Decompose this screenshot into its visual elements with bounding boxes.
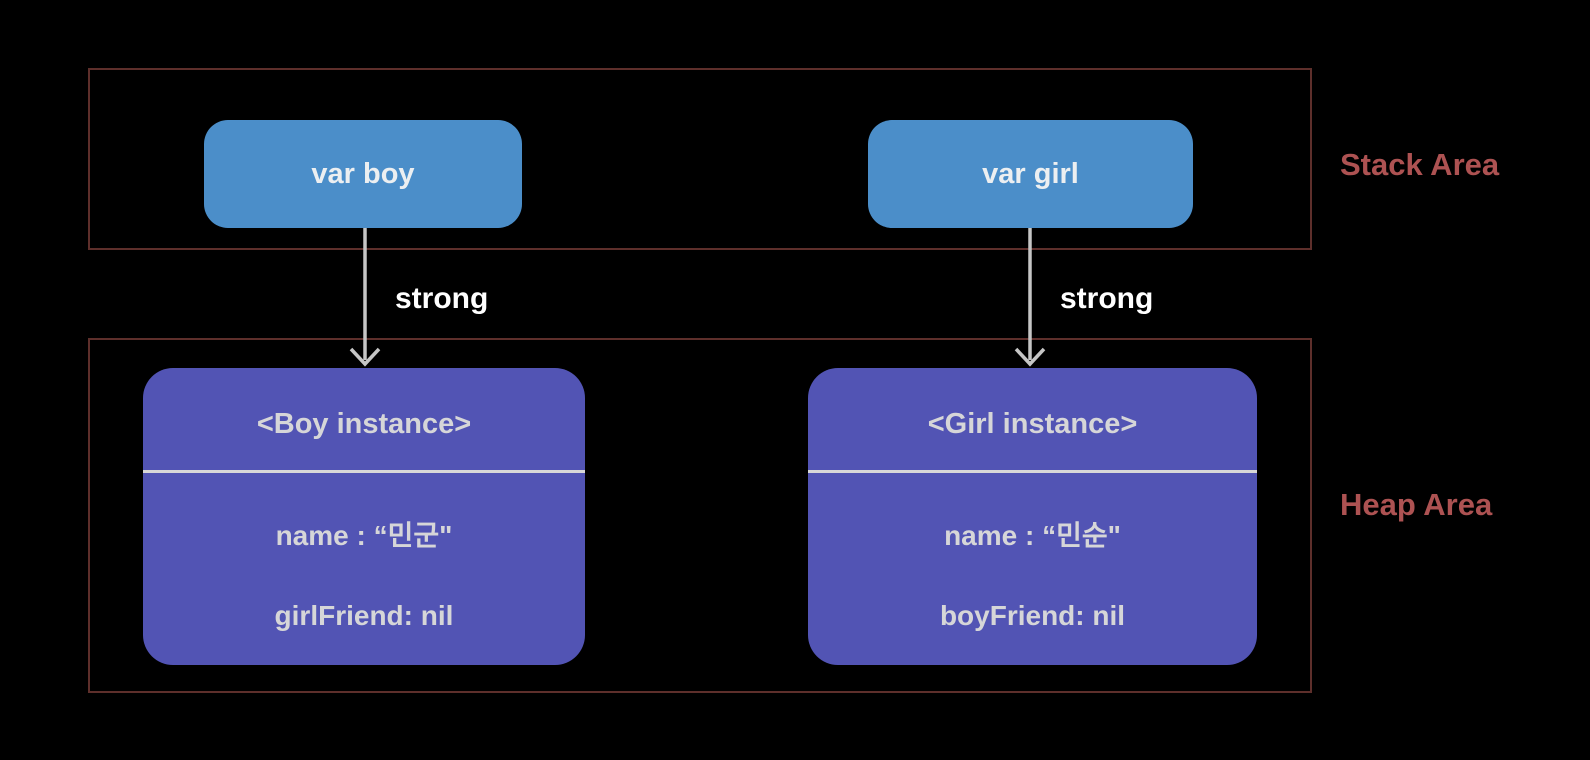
var-girl-node: var girl [868,120,1193,228]
boy-instance-divider [143,470,585,473]
var-boy-node: var boy [204,120,522,228]
girl-instance-field-name: name : “민순" [944,520,1121,551]
stack-area-label: Stack Area [1340,147,1500,182]
strong-label-boy: strong [395,282,489,315]
heap-area-box [88,338,1312,693]
girl-instance-title: <Girl instance> [927,408,1138,440]
boy-instance-node: <Boy instance> name : “민군" girlFriend: n… [143,368,585,665]
girl-instance-node: <Girl instance> name : “민순" boyFriend: n… [808,368,1257,665]
strong-label-girl: strong [1060,282,1154,315]
boy-instance-field-name: name : “민군" [275,520,453,551]
boy-instance-field-girlfriend: girlFriend: nil [274,600,454,631]
girl-instance-divider [808,470,1257,473]
girl-instance-field-boyfriend: boyFriend: nil [939,600,1126,631]
stack-area-box [88,68,1312,250]
var-boy-label: var boy [311,157,415,190]
boy-instance-title: <Boy instance> [256,408,472,440]
heap-area-label: Heap Area [1340,487,1493,522]
var-girl-label: var girl [982,157,1079,190]
